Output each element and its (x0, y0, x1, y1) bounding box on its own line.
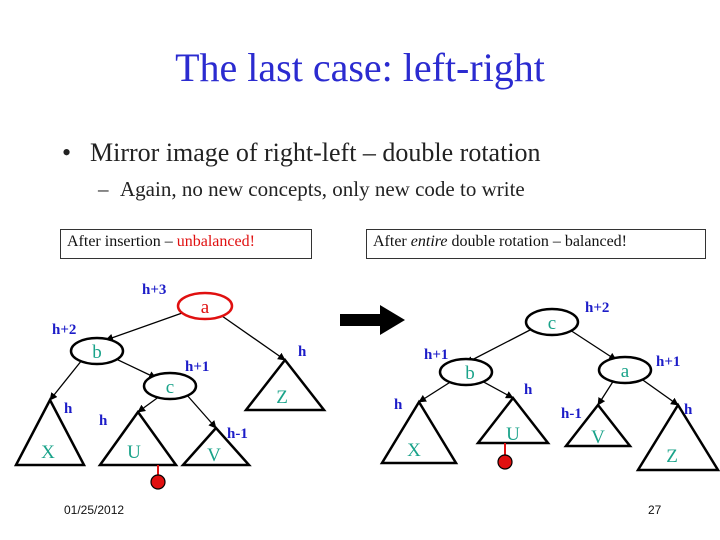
subtree-x-triangle (379, 399, 459, 465)
edge-c-v (185, 393, 217, 429)
subtree-v-label: V (207, 445, 221, 466)
height-a: h+1 (656, 354, 680, 370)
edge-a-z (221, 315, 286, 361)
footer-page-number: 27 (648, 503, 662, 517)
insertion-marker-dot (150, 474, 166, 490)
subtree-z-triangle (243, 357, 327, 412)
caption-right-prefix: After (373, 233, 411, 250)
sub-bullet-item: –Again, no new concepts, only new code t… (98, 177, 525, 202)
height-z: h (298, 344, 307, 360)
subtree-x-label: X (407, 440, 421, 461)
edge-a-v (597, 379, 615, 406)
height-z: h (684, 402, 693, 418)
node-b-ellipse (438, 357, 494, 387)
height-x: h (64, 401, 73, 417)
height-c: h+1 (185, 359, 209, 375)
edge-c-a (569, 329, 617, 361)
edge-b-x (418, 380, 453, 403)
edge-a-z (639, 377, 679, 406)
caption-left-highlight: unbalanced! (176, 233, 255, 250)
caption-box-left: After insertion – unbalanced! (60, 229, 312, 259)
bullet-dot: • (62, 138, 72, 167)
sub-bullet-dash: – (98, 177, 109, 201)
transform-arrow (340, 305, 405, 335)
edge-b-x (49, 359, 83, 401)
node-a-ellipse (597, 355, 653, 385)
node-b-label: b (465, 363, 475, 384)
right-tree: c b a X U V Z h+2 h+1 h+1 h h h-1 h (379, 300, 720, 472)
height-v: h-1 (561, 406, 582, 422)
subtree-x-label: X (41, 442, 55, 463)
subtree-z-label: Z (276, 387, 288, 408)
node-c-label: c (548, 313, 556, 334)
edge-a-b (105, 311, 186, 342)
subtree-u-label: U (506, 424, 520, 445)
caption-box-right: After entire double rotation – balanced! (366, 229, 706, 259)
bullet-text: Mirror image of right-left – double rota… (90, 138, 541, 167)
subtree-x-triangle (13, 397, 87, 467)
left-tree: a b c X U V Z h+3 h+2 h+1 h h h h-1 (13, 282, 327, 490)
subtree-v-triangle (563, 402, 633, 448)
height-b: h+1 (424, 347, 448, 363)
height-a: h+3 (142, 282, 166, 298)
subtree-u-triangle (475, 395, 551, 445)
node-c-label: c (166, 377, 174, 398)
edge-c-u (137, 395, 161, 413)
caption-right-suffix: double rotation – balanced! (447, 233, 628, 250)
node-b-ellipse (69, 336, 125, 366)
caption-left-prefix: After insertion – (67, 233, 177, 250)
edge-c-b (465, 329, 531, 364)
subtree-v-triangle (180, 426, 252, 467)
height-c: h+2 (585, 300, 609, 316)
subtree-v-label: V (591, 427, 605, 448)
bullet-item: • Mirror image of right-left – double rot… (62, 138, 541, 168)
height-x: h (394, 397, 403, 413)
edge-b-u (479, 379, 514, 399)
subtree-u-label: U (127, 442, 141, 463)
edge-b-c (113, 357, 157, 379)
insertion-marker-dot (497, 454, 513, 470)
sub-bullet-text: Again, no new concepts, only new code to… (120, 177, 525, 201)
node-c-ellipse (142, 371, 198, 401)
subtree-z-triangle (635, 402, 720, 472)
caption-right-emphasis: entire (410, 233, 448, 250)
footer-date: 01/25/2012 (64, 503, 125, 517)
subtree-u-triangle (97, 409, 179, 467)
height-b: h+2 (52, 322, 76, 338)
slide-title: The last case: left-right (175, 45, 545, 90)
subtree-z-label: Z (666, 446, 678, 467)
height-v: h-1 (227, 426, 248, 442)
node-b-label: b (92, 342, 102, 363)
node-a-label: a (621, 361, 630, 382)
node-a-ellipse (176, 291, 234, 321)
height-u: h (524, 382, 533, 398)
node-a-label: a (201, 297, 210, 318)
node-c-ellipse (524, 307, 580, 337)
height-u: h (99, 413, 108, 429)
